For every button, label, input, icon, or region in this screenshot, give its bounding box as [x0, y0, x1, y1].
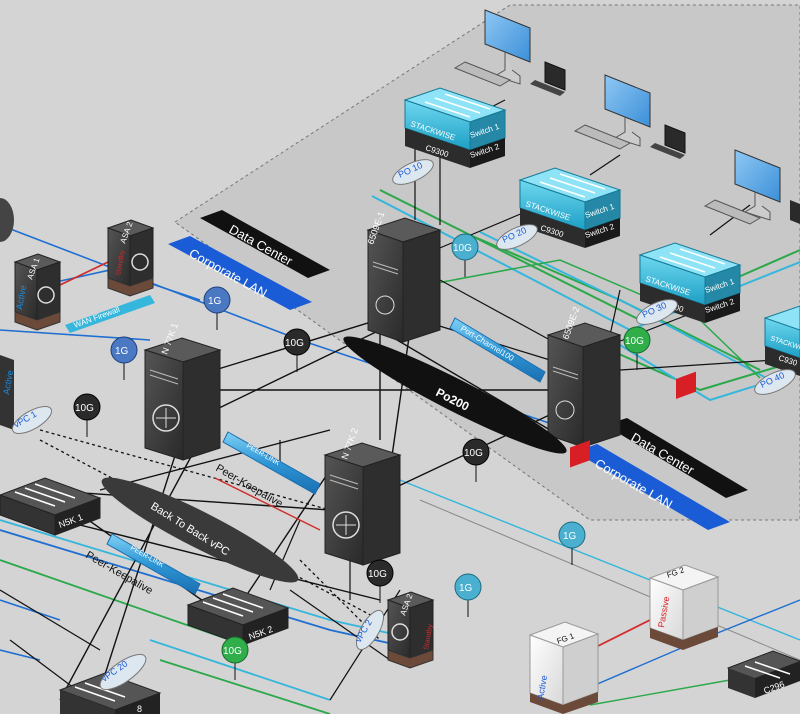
- keyboard-icon: [703, 199, 762, 225]
- workstation-2: [573, 74, 686, 159]
- speed-10g-badge: 10G: [368, 569, 387, 580]
- switch-6509e-1: 6509E-1: [365, 210, 442, 343]
- device-label: 8: [137, 704, 142, 714]
- switch-partial-bottom-left: 8: [58, 672, 162, 714]
- speed-10g-badge: 10G: [464, 448, 483, 459]
- role-label: Active: [14, 284, 28, 310]
- keyboard-icon: [573, 124, 632, 150]
- stackwise-switch-4: STACKWISE C930: [763, 305, 800, 376]
- role-label: Standby: [115, 249, 126, 276]
- speed-10g-badge: 10G: [285, 338, 304, 349]
- switch-n77k-1: N 77K 1: [143, 322, 222, 461]
- speed-10g-badge: 10G: [625, 336, 644, 347]
- vpc-labels: vPC 1 vPC 2 vPC 20: [11, 406, 384, 691]
- wan-firewall-label: WAN Firewall: [65, 295, 155, 333]
- asa-2-top: ASA 2 Standby: [106, 219, 155, 297]
- fortigate-1: FG 1 Active: [528, 440, 600, 714]
- speed-1g-badge: 1G: [459, 583, 473, 594]
- laptop-icon: [790, 200, 800, 224]
- fortinet-logo-icon: [570, 440, 590, 468]
- speed-10g-badge: 10G: [223, 646, 242, 657]
- speed-pins: 1G 1G 1G 1G 10G 10G 10G 10G 10G 10G 10G: [73, 233, 651, 680]
- speed-10g-badge: 10G: [75, 403, 94, 414]
- switch-n5k-2: N5K 2: [186, 587, 290, 646]
- role-label: Active: [535, 674, 549, 700]
- laptop-icon: [664, 124, 686, 154]
- laptop-icon: [544, 61, 566, 91]
- stackwise-switch-2: STACKWISE C9300 Switch 1 Switch 2: [518, 167, 622, 248]
- asa-1: ASA 1 Active: [13, 253, 62, 331]
- fortigate-2: FG 2 Passive: [648, 371, 720, 650]
- device-left-edge: Active: [0, 355, 15, 430]
- monitor-icon: [734, 149, 781, 203]
- po-labels: PO 10 PO 20 PO 30 PO 40: [392, 159, 796, 395]
- data-center-zone: [174, 4, 800, 521]
- role-label: Standby: [423, 623, 434, 650]
- speed-10g-badge: 10G: [453, 243, 472, 254]
- asa-2-bottom: ASA 2 Standby: [386, 591, 435, 669]
- speed-1g-badge: 1G: [115, 346, 129, 357]
- speed-1g-badge: 1G: [208, 296, 222, 307]
- vss-po200: VSS Po200: [343, 336, 567, 454]
- router-partial-icon: [0, 198, 14, 242]
- workstation-1: [453, 9, 566, 96]
- stackwise-switch-3: STACKWISE C9300 Switch 1 Switch 2: [638, 242, 742, 323]
- keyboard-icon: [453, 61, 512, 87]
- switch-c2960: C296: [727, 650, 800, 698]
- fortinet-logo-icon: [676, 371, 696, 399]
- monitor-icon: [604, 74, 651, 128]
- monitor-icon: [484, 9, 531, 63]
- stackwise-switch-1: STACKWISE C9300 Switch 1 Switch 2: [403, 87, 507, 168]
- role-label: Active: [1, 369, 15, 395]
- switch-n77k-2: N 77K 2: [323, 427, 402, 566]
- switch-n5k-1: N5K 1: [0, 477, 102, 536]
- workstation-3: [703, 149, 800, 225]
- speed-1g-badge: 1G: [563, 531, 577, 542]
